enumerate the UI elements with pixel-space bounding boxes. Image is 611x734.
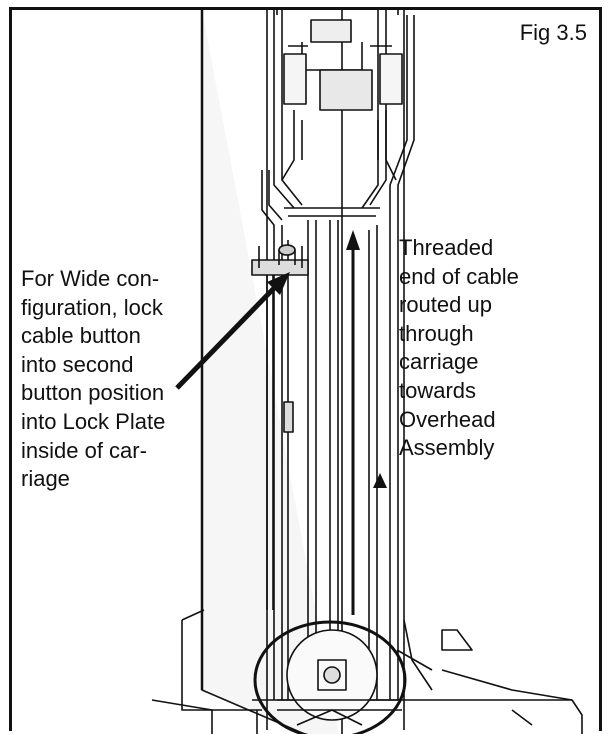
column-post bbox=[200, 10, 405, 734]
callout-line: into second bbox=[21, 351, 134, 377]
callout-line: routed up bbox=[399, 292, 492, 318]
callout-line: towards bbox=[399, 377, 477, 403]
callout-line: carriage bbox=[399, 349, 479, 375]
callout-line: cable button bbox=[21, 323, 141, 349]
callout-line: into Lock Plate bbox=[21, 408, 166, 434]
lift-column-drawing bbox=[151, 10, 583, 734]
callout-line: Assembly bbox=[399, 435, 495, 461]
lock-plate bbox=[251, 244, 309, 610]
carriage-upper bbox=[261, 10, 415, 230]
callout-line: Threaded bbox=[399, 235, 494, 260]
cable-route-callout: Threaded end of cable routed up through … bbox=[399, 234, 519, 463]
lock-plate-arrow bbox=[175, 272, 290, 390]
callout-line: riage bbox=[21, 466, 70, 492]
figure-frame: Fig 3.5 For Wide con- figuration, lock c… bbox=[9, 7, 602, 734]
carriage-rails bbox=[273, 220, 399, 700]
callout-line: button position bbox=[21, 380, 165, 406]
cable-route-arrow bbox=[346, 230, 387, 615]
callout-line: Overhead bbox=[399, 406, 496, 432]
callout-line: end of cable bbox=[399, 263, 519, 289]
figure-label: Fig 3.5 bbox=[519, 20, 587, 45]
callout-line: through bbox=[399, 320, 474, 346]
callout-line: figuration, lock bbox=[21, 294, 163, 320]
wide-config-callout: For Wide con- figuration, lock cable but… bbox=[21, 265, 165, 494]
column-base bbox=[151, 609, 583, 734]
sheave-highlight-circle bbox=[253, 620, 407, 734]
callout-line: inside of car- bbox=[21, 437, 147, 463]
callout-line: For Wide con- bbox=[21, 266, 160, 291]
